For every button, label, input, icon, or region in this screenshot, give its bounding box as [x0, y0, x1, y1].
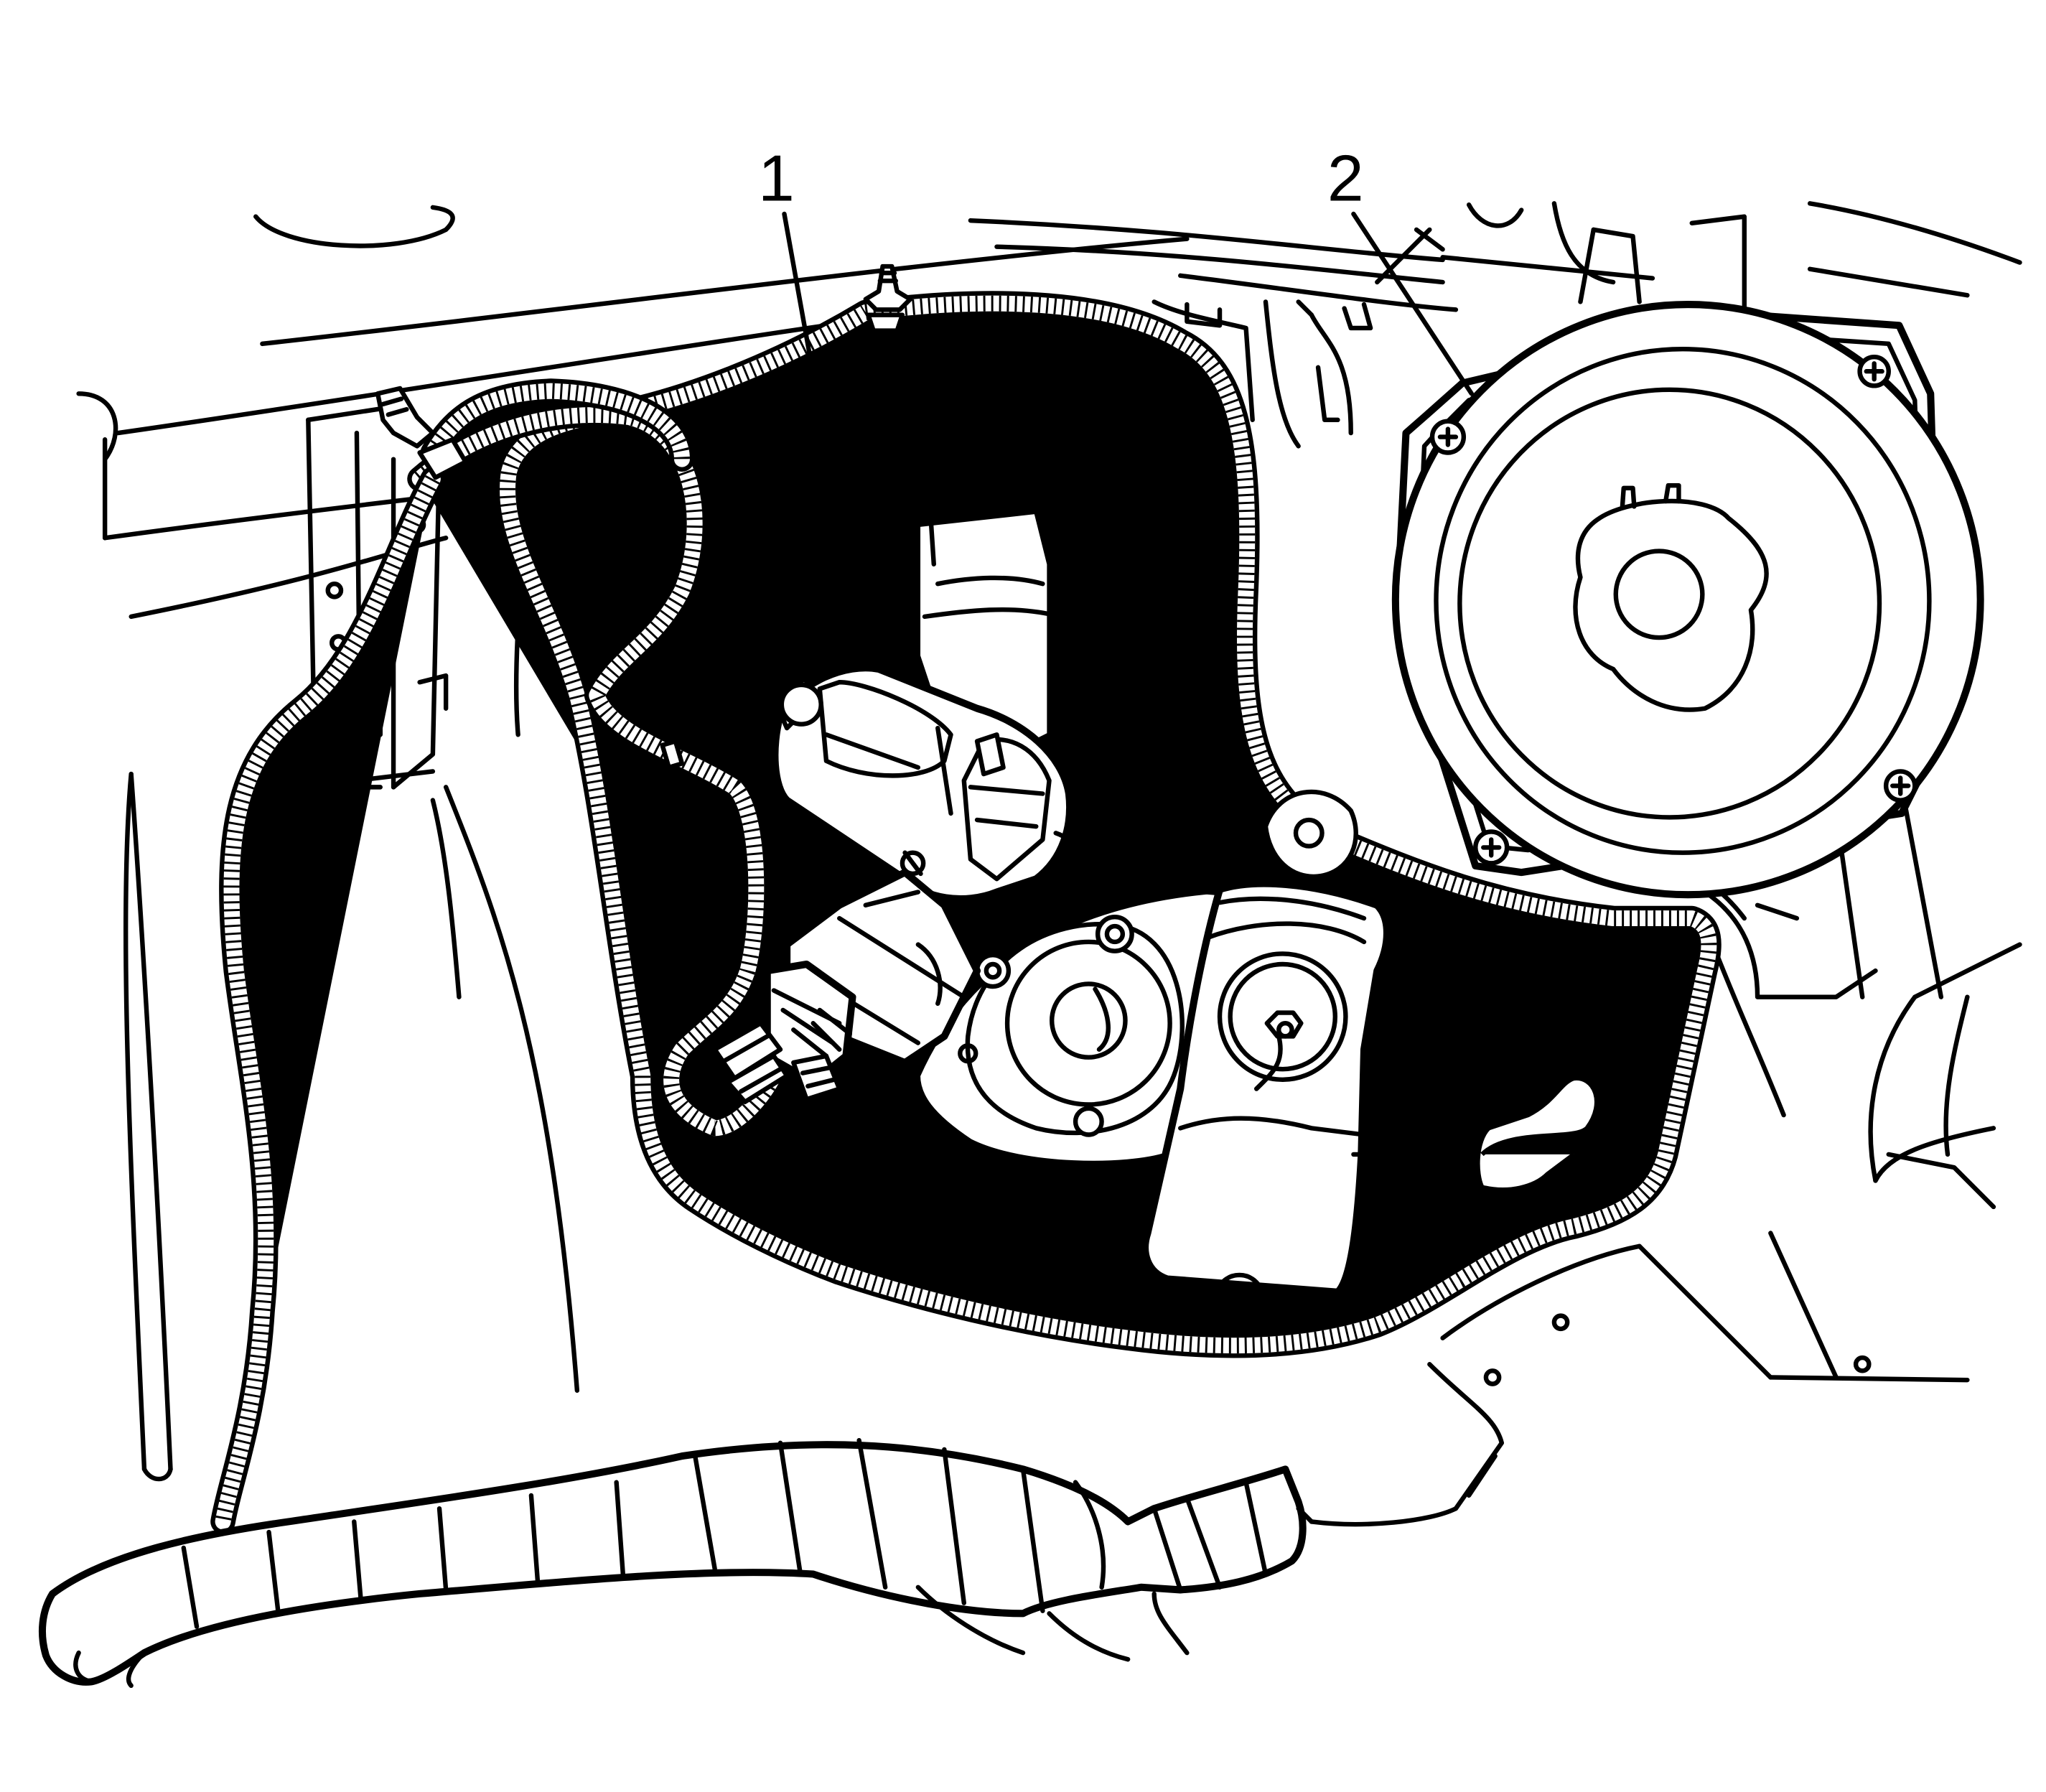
window-regulator	[771, 509, 1373, 1262]
harness-clip-top	[863, 263, 913, 333]
cable-guide-nut	[1264, 1010, 1304, 1039]
speaker-screw-bottom-left	[1473, 829, 1510, 866]
speaker-cone-ring	[1434, 346, 1932, 855]
speaker-screw-top-left	[1429, 419, 1467, 455]
callout-1-label: 1	[758, 142, 795, 215]
speaker-screw-top-right	[1857, 354, 1891, 388]
window-motor	[771, 664, 1086, 903]
motor-end-cap	[779, 682, 823, 727]
body-harness	[38, 1437, 1314, 1689]
speaker	[1391, 301, 1984, 899]
harness-clip-left	[375, 386, 468, 480]
callout-1-leader	[782, 211, 868, 668]
speaker-screw-bottom-right	[1883, 769, 1917, 803]
regulator-cable-guide	[1141, 879, 1391, 1325]
speaker-dust-cap	[1613, 549, 1705, 640]
callout-2: 2	[1327, 142, 1475, 396]
callout-2-label: 2	[1327, 142, 1364, 215]
harness-connector-small	[660, 739, 685, 770]
wire-connector	[712, 960, 856, 1105]
callout-2-leader	[1351, 211, 1475, 396]
lower-panel-recess	[1407, 1075, 1599, 1210]
speaker-magnet	[1573, 498, 1769, 712]
regulator-pulley	[958, 915, 1185, 1137]
callout-1: 1	[758, 142, 868, 668]
